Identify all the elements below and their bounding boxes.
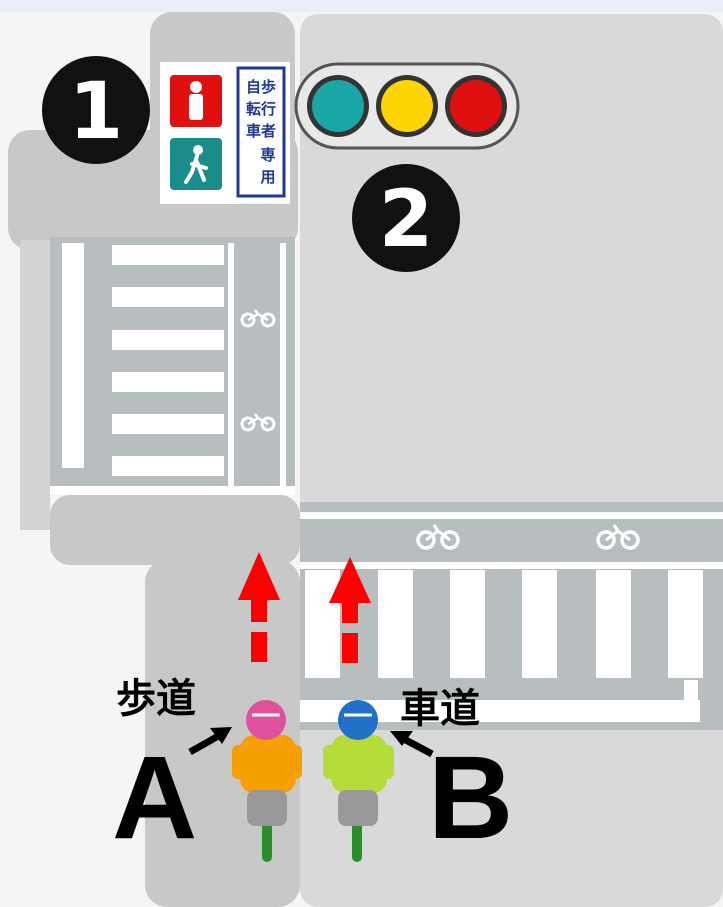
label-a: A <box>112 732 197 864</box>
bicycle-icon <box>416 524 460 550</box>
marker-two-circle <box>352 164 460 272</box>
label-b: B <box>428 732 513 864</box>
marker-one-circle <box>42 56 150 164</box>
bike-ped-sign <box>236 66 286 198</box>
crosswalk-right-bg <box>300 502 723 730</box>
bike-lane-line <box>280 243 286 488</box>
sidewalk-mid <box>50 495 300 565</box>
crosswalk-right <box>300 502 723 730</box>
pointer-arrow-a <box>188 727 232 756</box>
cyclist-icon <box>323 700 394 862</box>
sign-text-line: 自歩 <box>246 78 276 96</box>
light-red <box>450 80 502 132</box>
crosswalk-left-stripe <box>112 245 224 265</box>
crosswalk-left <box>50 237 295 495</box>
label-roadway: 車道 <box>400 686 480 732</box>
top-band <box>0 0 723 12</box>
crosswalk-left-edge <box>62 243 84 468</box>
sign-text-line: 車者 <box>246 122 276 140</box>
helmet-blue <box>338 700 378 740</box>
crosswalk-right-edge <box>300 700 700 722</box>
crosswalk-right-stripe <box>596 570 631 678</box>
crosswalk-right-edge <box>684 680 698 722</box>
arrow-up-icon <box>329 557 371 663</box>
crosswalk-right-stripe <box>668 570 703 678</box>
light-green <box>312 80 364 132</box>
bicycle-icon <box>240 413 276 432</box>
sign-text-line: 転行 <box>246 100 276 118</box>
traffic-light-icon <box>294 62 520 150</box>
marker-one-number: 1 <box>69 67 123 157</box>
crosswalk-left-stripe <box>112 287 224 307</box>
curb-left <box>20 240 50 530</box>
crosswalk-right-stripe <box>305 570 340 678</box>
marker-one: 1 <box>42 56 150 164</box>
sign-text-line: 専 <box>260 146 275 164</box>
crosswalk-left-bottom-line <box>50 486 295 495</box>
bicycle-icon <box>596 524 640 550</box>
crosswalk-left-stripe <box>112 372 224 392</box>
crosswalk-right-stripe <box>378 570 413 678</box>
bike-lane-line <box>300 562 723 569</box>
label-sidewalk: 歩道 <box>116 676 196 722</box>
marker-two: 2 <box>352 164 460 272</box>
marker-two-number: 2 <box>379 175 433 265</box>
crosswalk-left-stripe <box>112 330 224 350</box>
helmet-pink <box>246 700 286 740</box>
pedestrian-signal: 自歩 転行 車者 専 用 <box>160 62 290 204</box>
bike-lane-line <box>228 243 234 488</box>
crosswalk-left-stripe <box>112 414 224 434</box>
crosswalk-right-stripe <box>450 570 485 678</box>
crosswalk-left-stripe <box>112 456 224 476</box>
bicycle-icon <box>240 309 276 328</box>
arrow-up-icon <box>238 552 280 662</box>
crosswalk-right-stripe <box>522 570 557 678</box>
cyclist-icon <box>232 700 302 862</box>
pointer-arrow-b <box>390 731 434 758</box>
bike-lane-line <box>300 512 723 519</box>
sign-text-line: 用 <box>260 168 275 186</box>
crosswalk-left-bg <box>50 237 295 495</box>
light-yellow <box>381 80 433 132</box>
